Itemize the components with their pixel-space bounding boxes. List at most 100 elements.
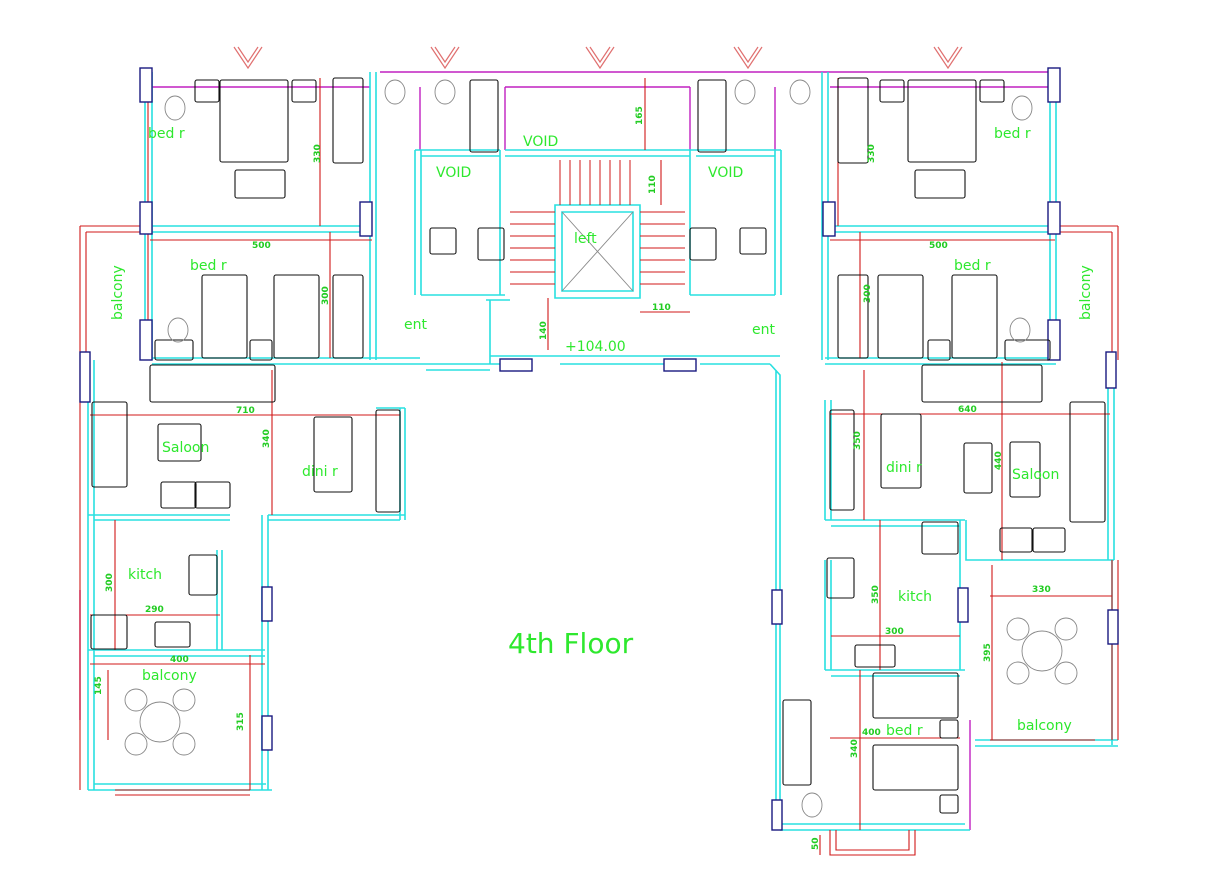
toilet-or-basin: [164, 95, 186, 121]
dim-350-right: 350: [853, 431, 863, 450]
dim-330-left: 330: [313, 144, 323, 163]
dim-140: 140: [539, 321, 549, 340]
chair: [124, 732, 148, 756]
label-dining-right: dini r: [886, 460, 922, 476]
chair: [1006, 661, 1030, 685]
toilet-or-basin: [434, 79, 456, 105]
label-balcony-bottom-right: balcony: [1017, 718, 1072, 734]
dining-table: [313, 416, 353, 493]
nightstand: [939, 794, 959, 814]
dim-315: 315: [236, 712, 246, 731]
round-table: [139, 701, 181, 743]
washbasin: [429, 227, 457, 255]
sideboard: [829, 409, 855, 511]
stove: [188, 554, 218, 596]
fridge: [921, 521, 959, 555]
dim-400-right: 400: [862, 728, 881, 738]
sofa: [1069, 401, 1106, 523]
dim-165: 165: [635, 106, 645, 125]
sofa: [921, 364, 1043, 403]
window: [663, 358, 697, 372]
dim-330-right: 330: [867, 144, 877, 163]
single-bed: [273, 274, 320, 359]
label-bedroom-mid-left: bed r: [190, 258, 227, 274]
walls: [87, 72, 1118, 831]
washbasin: [739, 227, 767, 255]
dim-145: 145: [94, 676, 104, 695]
bench: [234, 169, 286, 199]
bathtub: [697, 79, 727, 153]
wardrobe: [332, 77, 364, 164]
label-kitchen-right: kitch: [898, 589, 932, 605]
dim-500-left: 500: [252, 241, 271, 251]
dim-290: 290: [145, 605, 164, 615]
nightstand: [927, 339, 951, 361]
chair: [1054, 661, 1078, 685]
staircase: [510, 160, 685, 285]
label-level: +104.00: [565, 339, 626, 355]
label-lift: left: [574, 231, 597, 247]
window: [1105, 351, 1117, 389]
nightstand: [879, 79, 905, 103]
dim-340-left: 340: [262, 429, 272, 448]
bathtub: [469, 79, 499, 153]
dim-300-right: 300: [863, 284, 873, 303]
wardrobe: [837, 274, 869, 359]
sofa: [91, 401, 128, 488]
window: [261, 586, 273, 622]
single-bed: [872, 744, 959, 791]
wardrobe: [782, 699, 812, 786]
nightstand: [291, 79, 317, 103]
floor-title: 4th Floor: [508, 627, 634, 660]
stove: [826, 557, 855, 599]
window: [139, 201, 153, 235]
label-balcony-bottom-left: balcony: [142, 668, 197, 684]
window: [499, 358, 533, 372]
dim-50: 50: [811, 837, 821, 850]
toilet-or-basin: [1011, 95, 1033, 121]
dim-110-vertical: 110: [648, 175, 658, 194]
balcony-rails: [79, 72, 1119, 856]
label-bedroom-bottom-right: bed r: [886, 723, 923, 739]
double-bed: [907, 79, 977, 163]
window: [957, 587, 969, 623]
window: [771, 799, 783, 831]
toilet-or-basin: [1009, 317, 1031, 343]
label-saloon-left: Saloon: [162, 440, 209, 456]
label-saloon-right: Saloon: [1012, 467, 1059, 483]
dim-300-kitchen-right: 300: [885, 627, 904, 637]
window: [771, 589, 783, 625]
chair: [1006, 617, 1030, 641]
coffee-table: [157, 423, 202, 462]
dim-300-left: 300: [321, 286, 331, 305]
dining-table: [880, 413, 922, 489]
label-kitchen-left: kitch: [128, 567, 162, 583]
sofa: [149, 364, 276, 403]
room-labels: bed r bed r bed r bed r bed r balcony ba…: [110, 126, 1094, 739]
label-dining-left: dini r: [302, 464, 338, 480]
dim-340-right: 340: [850, 739, 860, 758]
toilet-or-basin: [801, 792, 823, 818]
chair: [124, 688, 148, 712]
armchair: [999, 527, 1033, 553]
single-bed: [201, 274, 248, 359]
furniture: [90, 77, 1106, 818]
sink: [154, 621, 191, 648]
dim-330-balcony: 330: [1032, 585, 1051, 595]
armchair: [160, 481, 197, 509]
armchair: [1032, 527, 1066, 553]
label-void-top: VOID: [523, 134, 558, 150]
single-bed: [877, 274, 924, 359]
label-balcony-left: balcony: [110, 265, 126, 320]
tv-table: [963, 442, 993, 494]
toilet-or-basin: [384, 79, 406, 105]
window: [261, 715, 273, 751]
wardrobe: [837, 77, 869, 164]
fridge: [90, 614, 128, 650]
chair: [172, 732, 196, 756]
label-bedroom-mid-right: bed r: [954, 258, 991, 274]
label-entrance-right: ent: [752, 322, 775, 338]
v-markers: [233, 46, 963, 70]
dim-110-horizontal: 110: [652, 303, 671, 313]
dim-395: 395: [983, 643, 993, 662]
